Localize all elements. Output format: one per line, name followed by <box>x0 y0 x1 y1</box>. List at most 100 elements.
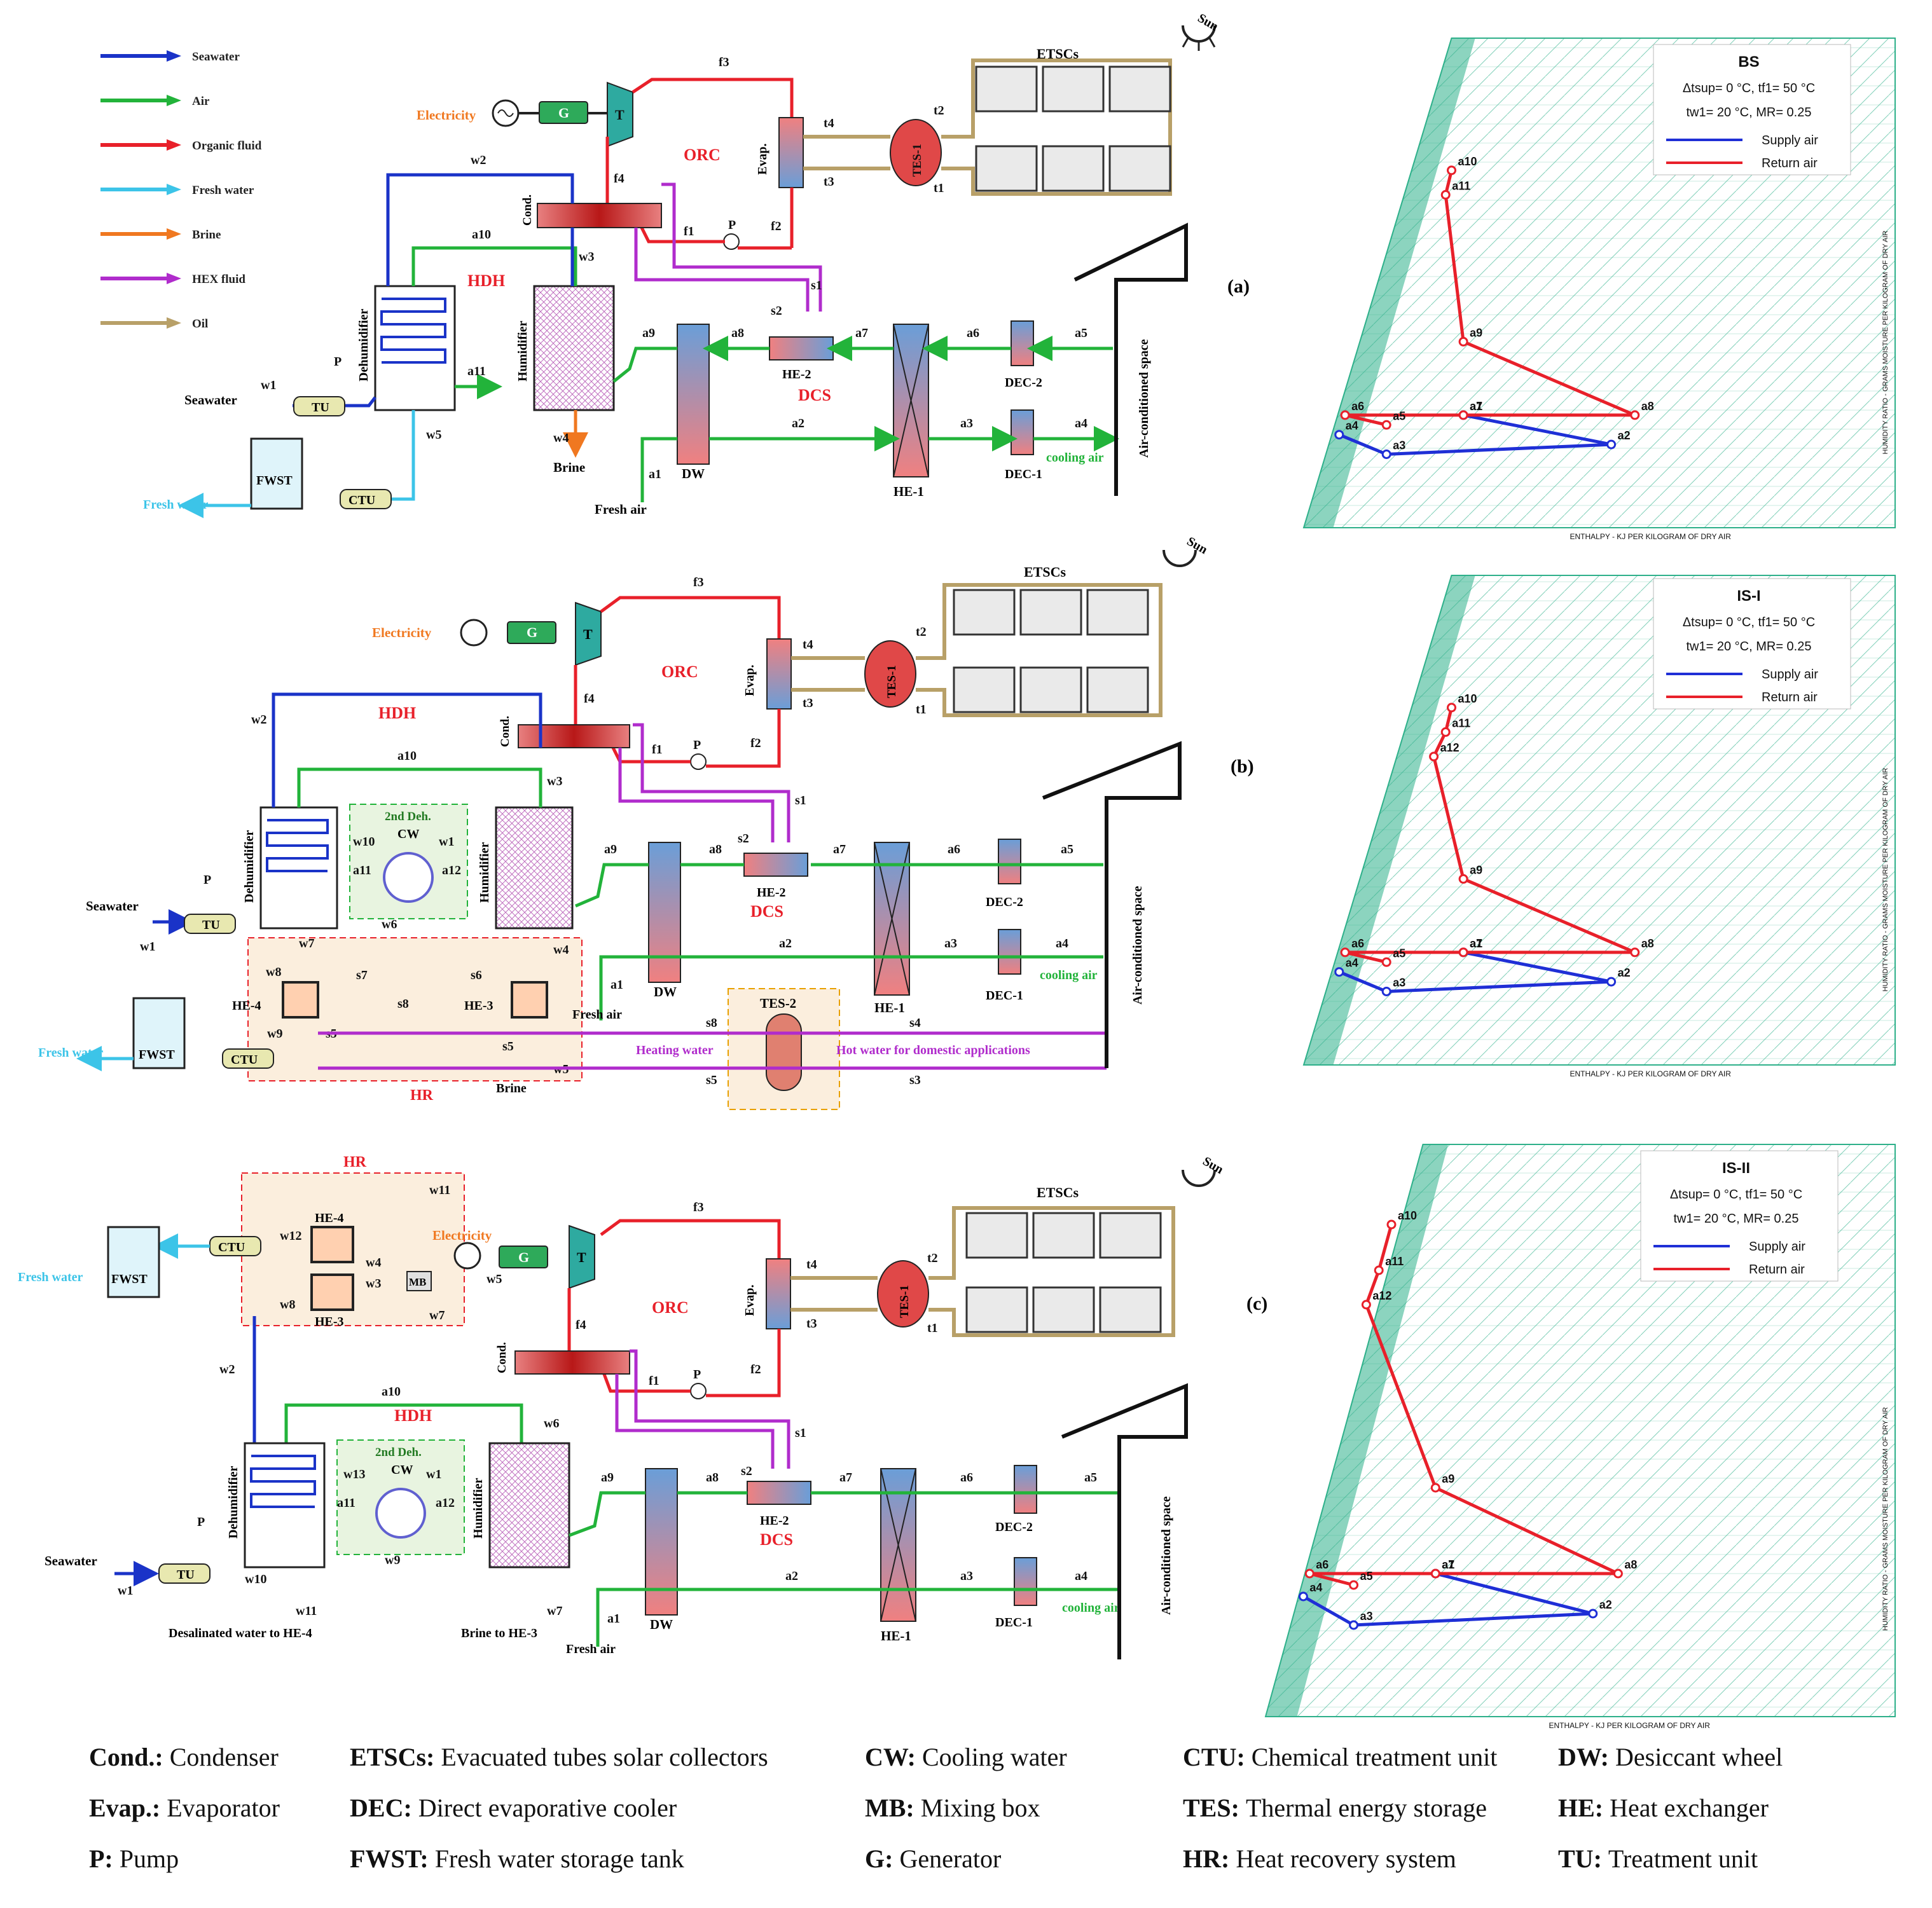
state-point <box>1458 874 1468 884</box>
svg-text:Sun: Sun <box>1201 1154 1226 1177</box>
series-legend-label: Return air <box>1762 690 1818 704</box>
abbreviation-item: Evap.: Evaporator <box>89 1793 280 1823</box>
svg-text:ORC: ORC <box>661 662 698 681</box>
state-point <box>1440 189 1451 200</box>
series-legend-label: Supply air <box>1762 668 1818 682</box>
dehumidifier <box>374 285 456 411</box>
abbreviation-item: FWST: Fresh water storage tank <box>350 1844 684 1874</box>
condenser <box>537 203 662 228</box>
abbreviation-key: DW: <box>1558 1743 1615 1771</box>
svg-text:t1: t1 <box>916 703 927 717</box>
series-line <box>1338 413 1612 456</box>
svg-text:HR: HR <box>410 1087 434 1104</box>
svg-text:FWST: FWST <box>256 474 293 488</box>
svg-text:w7: w7 <box>547 1604 562 1618</box>
abbreviation-key: Cond.: <box>89 1743 170 1771</box>
state-point-label: a5 <box>1360 1570 1373 1582</box>
svg-text:a1: a1 <box>649 467 661 481</box>
state-point-label: a11 <box>1452 179 1470 192</box>
svg-text:w13: w13 <box>343 1467 365 1481</box>
svg-text:DEC-2: DEC-2 <box>1005 376 1042 390</box>
panel-a-label: (a) <box>1227 276 1250 297</box>
svg-text:w8: w8 <box>266 965 281 979</box>
series-legend-label: Return air <box>1749 1263 1805 1277</box>
svg-text:Cond.: Cond. <box>521 195 534 226</box>
state-point <box>1334 967 1344 977</box>
state-point <box>1440 727 1451 737</box>
svg-text:Brine: Brine <box>553 460 585 475</box>
svg-text:a9: a9 <box>642 326 655 340</box>
svg-text:P: P <box>197 1515 205 1529</box>
saturation-band <box>1304 575 1475 1065</box>
legend-item: HEX fluid <box>100 273 245 286</box>
svg-text:a5: a5 <box>1084 1471 1097 1485</box>
desiccant-wheel <box>677 324 710 465</box>
state-point <box>1458 336 1468 347</box>
svg-text:a6: a6 <box>967 326 979 340</box>
chart-condition: tw1= 20 °C, MR= 0.25 <box>1674 1212 1799 1226</box>
svg-text:Seawater: Seawater <box>184 392 237 408</box>
abbreviation-item: HR: Heat recovery system <box>1183 1844 1456 1874</box>
svg-text:w11: w11 <box>429 1183 450 1197</box>
abbreviation-item: CTU: Chemical treatment unit <box>1183 1742 1497 1772</box>
legend-arrow-icon <box>167 184 181 195</box>
humidifier <box>533 285 615 411</box>
legend-arrow-icon <box>167 317 181 329</box>
svg-text:s8: s8 <box>397 997 409 1011</box>
svg-text:w3: w3 <box>579 250 594 264</box>
svg-text:f4: f4 <box>584 692 595 706</box>
chart-condition: tw1= 20 °C, MR= 0.25 <box>1687 640 1812 654</box>
state-point <box>1429 752 1439 762</box>
abbreviation-key: Evap.: <box>89 1794 167 1822</box>
svg-text:a2: a2 <box>785 1569 798 1583</box>
svg-text:Evap.: Evap. <box>743 1285 757 1316</box>
state-point-label: a9 <box>1442 1472 1454 1485</box>
svg-text:a12: a12 <box>436 1496 455 1510</box>
svg-text:Humidifier: Humidifier <box>478 842 492 903</box>
svg-text:t4: t4 <box>806 1258 817 1272</box>
svg-text:w8: w8 <box>280 1298 295 1312</box>
legend-arrow-icon <box>167 95 181 106</box>
svg-text:w10: w10 <box>245 1572 266 1586</box>
state-point <box>1298 1591 1308 1602</box>
svg-text:a4: a4 <box>1075 1569 1087 1583</box>
legend-label: Fresh water <box>192 184 254 197</box>
dec-1 <box>1011 409 1034 455</box>
svg-text:Sun: Sun <box>1196 11 1221 34</box>
svg-text:cooling air: cooling air <box>1040 968 1098 982</box>
svg-text:w2: w2 <box>471 153 486 167</box>
state-point <box>1613 1568 1623 1579</box>
tes-2-tank <box>766 1013 802 1091</box>
svg-text:DEC-1: DEC-1 <box>995 1616 1033 1630</box>
state-point <box>1381 987 1391 996</box>
svg-text:s6: s6 <box>471 968 482 982</box>
svg-text:2nd Deh.: 2nd Deh. <box>385 810 431 823</box>
svg-text:a12: a12 <box>442 863 461 877</box>
svg-text:s5: s5 <box>502 1040 514 1054</box>
svg-text:Desalinated water to HE-4: Desalinated water to HE-4 <box>169 1626 312 1640</box>
abbreviation-text: Evaporator <box>167 1794 280 1822</box>
svg-text:P: P <box>334 355 342 369</box>
svg-text:f1: f1 <box>652 743 663 757</box>
state-point <box>1447 165 1456 175</box>
svg-text:t1: t1 <box>934 181 944 195</box>
state-point <box>1340 410 1350 420</box>
abbreviation-key: FWST: <box>350 1844 435 1873</box>
abbreviation-key: CTU: <box>1183 1743 1252 1771</box>
svg-text:Fresh air: Fresh air <box>595 502 647 517</box>
svg-text:a1: a1 <box>607 1612 620 1626</box>
svg-text:T: T <box>577 1249 586 1265</box>
svg-text:TES-2: TES-2 <box>760 996 796 1011</box>
svg-text:a10: a10 <box>382 1385 401 1399</box>
svg-text:Humidifier: Humidifier <box>471 1478 485 1539</box>
state-point-label: a12 <box>1372 1289 1391 1302</box>
svg-text:P: P <box>204 873 211 887</box>
abbreviation-key: MB: <box>865 1794 921 1822</box>
svg-text:t3: t3 <box>803 696 813 710</box>
state-point-label: a2 <box>1618 429 1631 442</box>
chart-condition: Δtsup= 0 °C, tf1= 50 °C <box>1683 615 1815 629</box>
svg-text:CTU: CTU <box>348 493 375 507</box>
abbreviation-key: TU: <box>1558 1844 1608 1873</box>
evaporator <box>778 117 804 188</box>
series-legend-label: Supply air <box>1762 134 1818 148</box>
